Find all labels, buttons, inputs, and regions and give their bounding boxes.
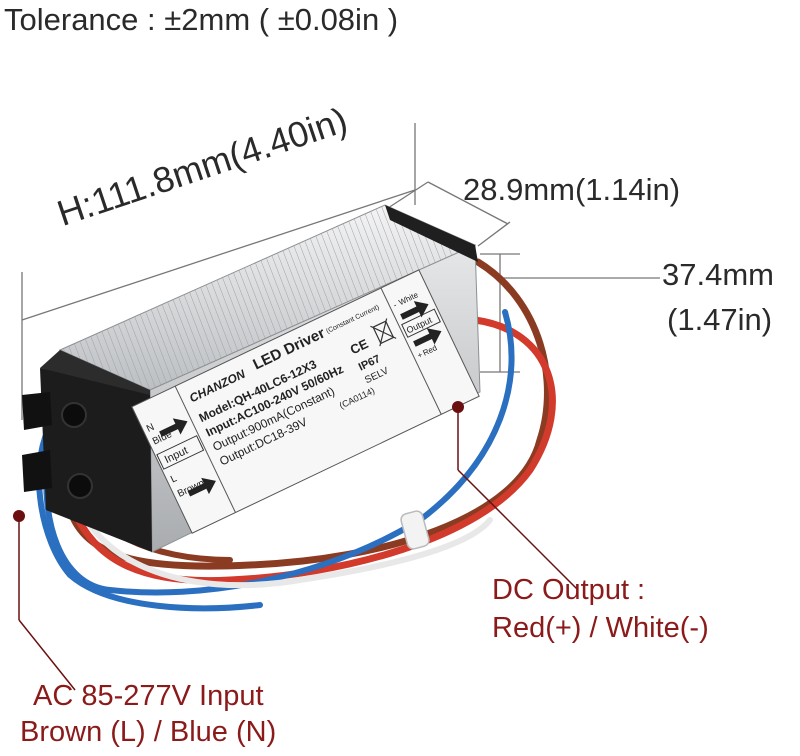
ac-input-title: AC 85-277V Input: [33, 680, 264, 712]
white-output-wire: [72, 487, 493, 589]
arrow-icon: [159, 301, 442, 497]
ac-leader-line: [18, 619, 76, 691]
brown-output-wire: [68, 258, 551, 570]
input-gland-lower: [67, 473, 93, 499]
ac-input-wiring: Brown (L) / Blue (N): [20, 716, 277, 748]
width-dim-line: [427, 181, 509, 225]
label-l: L: [169, 473, 179, 486]
label-ce: CE: [348, 336, 371, 357]
mounting-tab-lower: [22, 450, 52, 492]
width-dim-tick-left: [387, 181, 429, 209]
dc-output-wiring: Red(+) / White(-): [492, 612, 709, 644]
tolerance-text: Tolerance : ±2mm ( ±0.08in ): [4, 2, 399, 37]
width-dimension-text: 28.9mm(1.14in): [463, 172, 681, 207]
wires: [36, 258, 556, 612]
mounting-tab-upper: [22, 392, 52, 430]
width-dim-tick-right: [477, 221, 511, 247]
dimension-lines: [21, 123, 660, 420]
cable-clip: [400, 510, 430, 550]
height-dimension-in: (1.47in): [667, 302, 773, 337]
label-n: N: [145, 422, 156, 435]
dc-leader-line: [457, 469, 579, 591]
label-minus: -: [392, 300, 399, 309]
input-gland-upper: [61, 402, 87, 428]
height-dimension-mm: 37.4mm: [662, 257, 774, 292]
blue-output-wire: [43, 309, 515, 596]
callouts: [13, 401, 579, 691]
product-label: N Blue Input L Brown CHANZON LED Driver …: [131, 269, 480, 534]
length-dim-line: [21, 189, 416, 321]
label-plus: +: [416, 350, 424, 360]
dc-output-title: DC Output :: [492, 574, 646, 606]
weee-bin-icon: [370, 318, 397, 347]
